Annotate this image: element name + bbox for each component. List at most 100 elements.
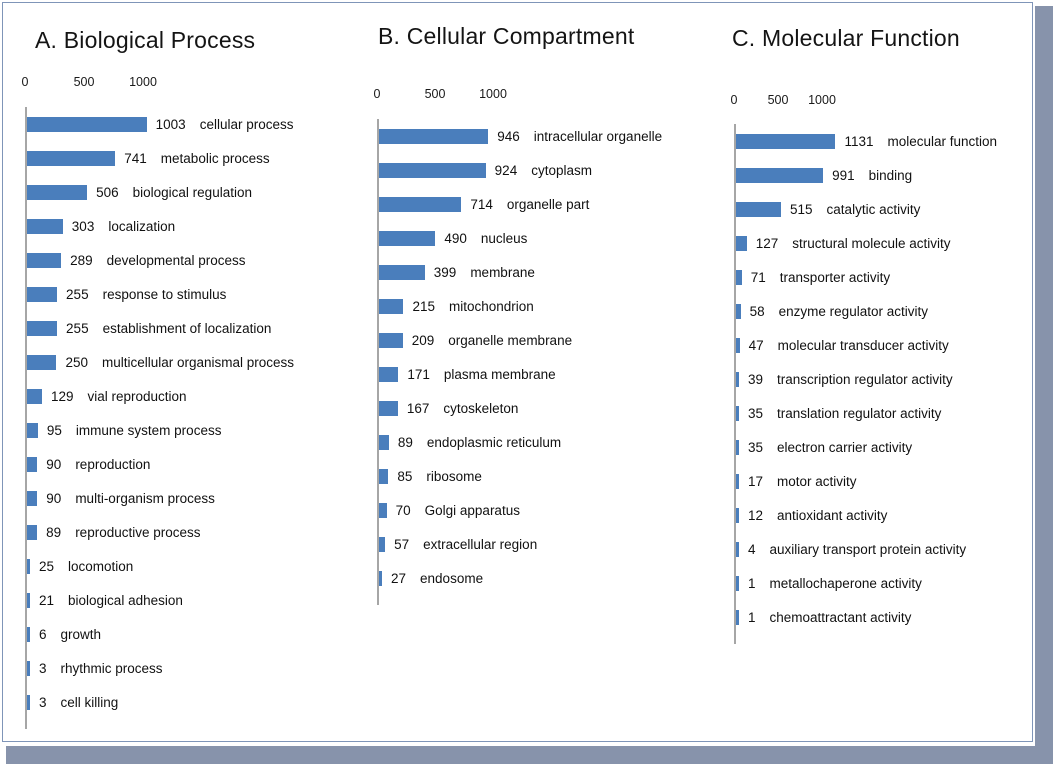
bar-value: 3: [39, 694, 47, 710]
bar-row: 58 enzyme regulator activity: [734, 294, 1018, 328]
bar-label: antioxidant activity: [777, 507, 888, 523]
bar-label: developmental process: [106, 252, 246, 268]
bar-value: 35: [748, 439, 764, 455]
bar-label: chemoattractant activity: [769, 609, 912, 625]
bar-value: 17: [748, 473, 764, 489]
bar-label: growth: [60, 626, 102, 642]
bar-value: 303: [71, 218, 95, 234]
bar-label: metabolic process: [160, 150, 270, 166]
bar-label: enzyme regulator activity: [778, 303, 928, 319]
bar-value: 215: [412, 298, 435, 314]
bar-label: electron carrier activity: [777, 439, 913, 455]
bar-label: reproduction: [75, 456, 151, 472]
bar: [26, 524, 38, 540]
bar-value: 95: [46, 422, 62, 438]
bar: [378, 536, 386, 552]
bar-value: 946: [497, 128, 520, 144]
bar-label: extracellular region: [423, 536, 538, 552]
bar-row: 89 endoplasmic reticulum: [377, 425, 668, 459]
bar-label: organelle part: [506, 196, 590, 212]
bar: [378, 332, 403, 348]
bar: [735, 133, 836, 149]
bar-value: 90: [46, 490, 62, 506]
bar: [378, 264, 425, 280]
panel-c-tick-1000: 1000: [808, 93, 836, 107]
bar: [735, 269, 742, 285]
bar: [26, 558, 30, 574]
bar-value: 399: [433, 264, 457, 280]
bar-value: 6: [39, 626, 47, 642]
bar: [735, 473, 739, 489]
bar-value: 1003: [155, 116, 186, 132]
bar-value: 991: [832, 167, 855, 183]
bar-value: 89: [397, 434, 413, 450]
bar-label: intracellular organelle: [533, 128, 663, 144]
bar-value: 71: [750, 269, 766, 285]
panel-a-axis-line: [25, 107, 27, 729]
bar: [735, 575, 739, 591]
bar-label: organelle membrane: [448, 332, 573, 348]
bar-value: 47: [748, 337, 764, 353]
bar-value: 515: [790, 201, 813, 217]
bar-label: cellular process: [199, 116, 294, 132]
bar-label: Golgi apparatus: [424, 502, 520, 518]
frame-shadow-bottom: [6, 746, 1053, 764]
bar: [735, 235, 747, 251]
panel-a-tick-0: 0: [21, 75, 29, 89]
bar: [26, 286, 58, 302]
bar-value: 129: [50, 388, 74, 404]
bar-value: 35: [748, 405, 764, 421]
bar: [378, 400, 398, 416]
panel-a-tick-500: 500: [73, 75, 95, 89]
bar-row: 90 reproduction: [25, 447, 303, 481]
bar-value: 714: [470, 196, 493, 212]
bar-label: nucleus: [480, 230, 528, 246]
bar: [735, 609, 739, 625]
bar: [26, 490, 38, 506]
bar: [378, 570, 382, 586]
bar: [378, 468, 389, 484]
bar-value: 506: [96, 184, 119, 200]
bar: [378, 230, 436, 246]
bar: [378, 298, 404, 314]
bar-value: 70: [395, 502, 411, 518]
bar-label: cytoplasm: [531, 162, 592, 178]
bar-value: 90: [46, 456, 62, 472]
bar-row: 95 immune system process: [25, 413, 303, 447]
bar: [378, 502, 387, 518]
bar-label: translation regulator activity: [777, 405, 942, 421]
bar-label: locomotion: [68, 558, 134, 574]
bar-label: biological regulation: [132, 184, 252, 200]
bar: [378, 366, 399, 382]
bar-value: 58: [749, 303, 765, 319]
bar-label: multicellular organismal process: [101, 354, 295, 370]
bar-label: endoplasmic reticulum: [426, 434, 562, 450]
bar: [735, 337, 740, 353]
bar-label: immune system process: [75, 422, 222, 438]
bar-row: 70 Golgi apparatus: [377, 493, 668, 527]
bar: [378, 162, 486, 178]
bar-value: 1131: [844, 133, 874, 149]
bar-label: structural molecule activity: [792, 235, 951, 251]
bar: [735, 371, 739, 387]
panel-b-tick-0: 0: [373, 87, 381, 101]
bar-label: auxiliary transport protein activity: [769, 541, 967, 557]
bar: [735, 405, 739, 421]
bar-label: transcription regulator activity: [777, 371, 953, 387]
